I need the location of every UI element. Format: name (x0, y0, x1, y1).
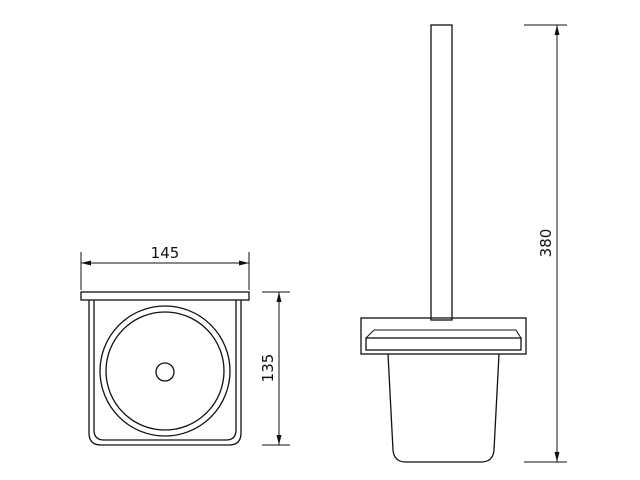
center-knob (155, 362, 175, 382)
dimension-depth-label: 135 (259, 354, 277, 383)
cup-body (387, 353, 500, 463)
dimension-height: 380 (524, 24, 567, 463)
dimension-height-label: 380 (537, 229, 555, 258)
dimension-depth: 135 (259, 291, 290, 446)
brush-handle (430, 24, 453, 321)
front-inner-bracket (93, 300, 237, 441)
front-view (80, 291, 250, 446)
dimension-width: 145 (80, 244, 250, 290)
front-outer-bracket (88, 300, 242, 446)
holder-lid (365, 337, 522, 351)
dimension-width-label: 145 (151, 244, 180, 262)
side-view (360, 24, 527, 463)
holder-outer (360, 317, 527, 355)
cup-outer-ring (99, 305, 231, 437)
cup-inner-ring (105, 311, 225, 431)
front-top-plate (80, 291, 250, 301)
